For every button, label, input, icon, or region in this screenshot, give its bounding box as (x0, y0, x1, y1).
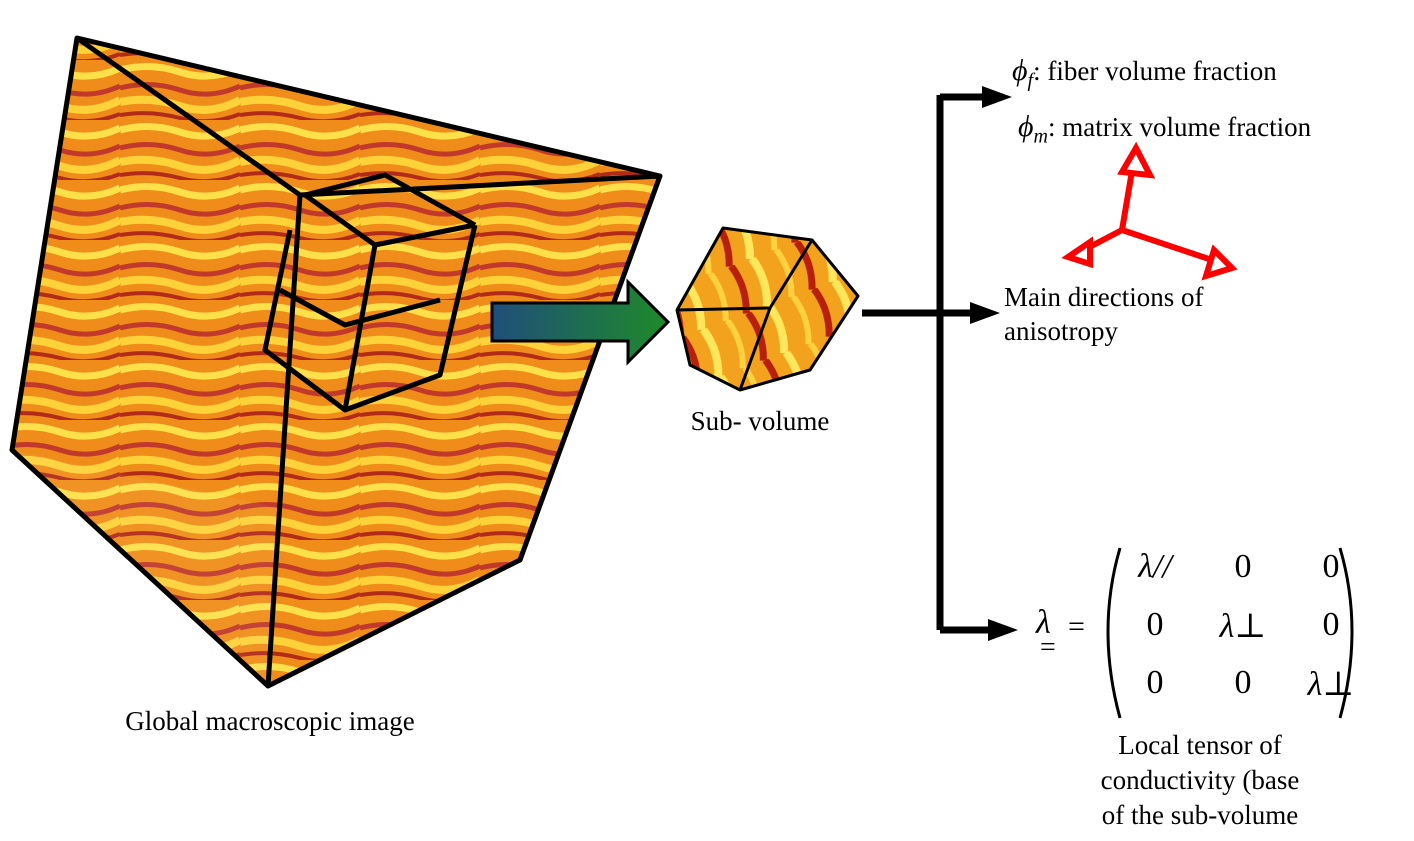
branch-connectors (862, 93, 994, 634)
matrix-phi-symbol: ϕ (1018, 110, 1034, 143)
global-image-label: Global macroscopic image (125, 706, 415, 736)
cube-front-face (12, 38, 300, 686)
tensor-cell-2-0: 0 (1146, 664, 1164, 701)
arrowheads (970, 86, 1018, 641)
tensor-cell-2-2: λ⊥ (1307, 666, 1355, 703)
matrix-fraction-text: : matrix volume fraction (1047, 112, 1312, 142)
sub-volume-cube (675, 226, 860, 392)
matrix-fraction-label: ϕm: matrix volume fraction (1018, 110, 1311, 148)
anisotropy-label-line2: anisotropy (1004, 316, 1118, 346)
anisotropy-label-line1: Main directions of (1004, 282, 1204, 312)
tensor-caption-line1: Local tensor of (1118, 730, 1282, 760)
fiber-fraction-label: ϕf: fiber volume fraction (1012, 54, 1277, 92)
tensor-cell-1-0: 0 (1146, 606, 1164, 643)
tensor-cell-0-2: 0 (1322, 548, 1340, 585)
tensor-cell-1-2: 0 (1322, 606, 1340, 643)
tensor-caption-line2: conductivity (base (1100, 765, 1300, 795)
tensor-equals: = (1068, 610, 1085, 643)
tensor-caption-line3: of the sub-volume (1101, 800, 1299, 830)
tensor-double-underline: = (1040, 632, 1056, 663)
process-arrow (490, 278, 671, 366)
fiber-fraction-text: : fiber volume fraction (1033, 56, 1277, 86)
matrix-subscript: m (1033, 125, 1048, 148)
sub-volume-outline (262, 172, 478, 413)
tensor-matrix: λ// 0 0 0 λ⊥ 0 0 0 λ⊥ (1110, 540, 1370, 720)
tensor-cell-0-0: λ// (1138, 548, 1172, 585)
anisotropy-axes (1061, 141, 1238, 281)
fiber-subscript: f (1027, 69, 1034, 92)
tensor-symbol: λ (1036, 604, 1051, 641)
fiber-phi-symbol: ϕ (1012, 54, 1028, 87)
global-cube (9, 35, 663, 689)
sub-volume-label: Sub- volume (690, 406, 830, 436)
tensor-cell-1-1: λ⊥ (1219, 608, 1267, 645)
cube-right-face (268, 176, 660, 686)
tensor-cell-2-1: 0 (1234, 664, 1252, 701)
tensor-cell-0-1: 0 (1234, 548, 1252, 585)
